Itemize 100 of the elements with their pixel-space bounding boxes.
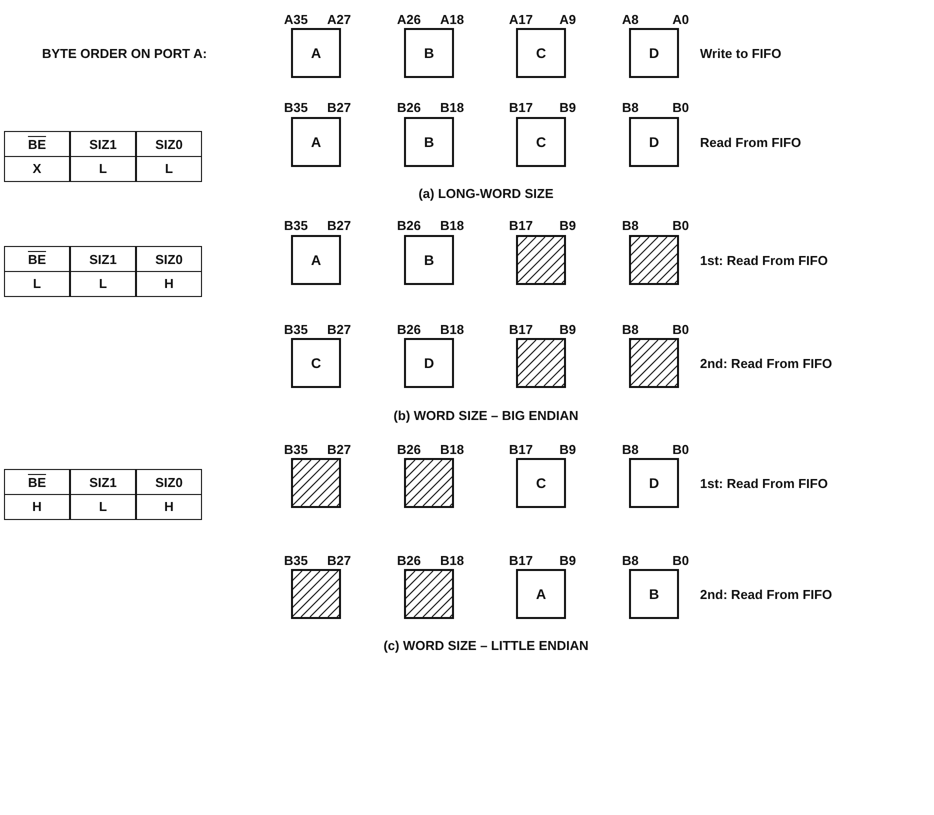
byte-box: D bbox=[404, 338, 454, 388]
bit-label: B0 bbox=[671, 100, 689, 115]
table-cell: BE bbox=[4, 246, 70, 272]
bit-label: B0 bbox=[671, 553, 689, 568]
bit-label: B35 bbox=[284, 100, 308, 115]
byte-box: A bbox=[291, 117, 341, 167]
table-cell: BE bbox=[4, 131, 70, 157]
byte-box: C bbox=[516, 28, 566, 78]
bit-label: B8 bbox=[622, 322, 639, 337]
hatched-box bbox=[516, 338, 566, 388]
bit-label: B17 bbox=[509, 553, 533, 568]
bit-label: A9 bbox=[558, 12, 576, 27]
table-cell: L bbox=[4, 270, 70, 296]
table-cell: H bbox=[136, 270, 202, 296]
table-cell: SIZ0 bbox=[136, 246, 202, 272]
bit-label: B9 bbox=[558, 100, 576, 115]
bit-label: B8 bbox=[622, 218, 639, 233]
bit-label: A0 bbox=[671, 12, 689, 27]
table-cell: H bbox=[136, 494, 202, 520]
table-cell: SIZ0 bbox=[136, 131, 202, 157]
bit-label: B0 bbox=[671, 322, 689, 337]
byte-box: D bbox=[629, 458, 679, 508]
row-label: Write to FIFO bbox=[700, 46, 782, 61]
bit-label: B17 bbox=[509, 100, 533, 115]
caption: (c) WORD SIZE – LITTLE ENDIAN bbox=[383, 638, 589, 653]
table-cell: BE bbox=[4, 469, 70, 495]
bit-label: B0 bbox=[671, 442, 689, 457]
bit-label: B18 bbox=[440, 100, 464, 115]
byte-box: A bbox=[291, 28, 341, 78]
bit-label: B35 bbox=[284, 553, 308, 568]
bit-label: B17 bbox=[509, 442, 533, 457]
bit-label: B9 bbox=[558, 442, 576, 457]
bit-label: B9 bbox=[558, 322, 576, 337]
bit-label: B26 bbox=[397, 553, 421, 568]
table-cell: L bbox=[70, 494, 136, 520]
bit-label: A26 bbox=[397, 12, 421, 27]
bit-label: A35 bbox=[284, 12, 308, 27]
hatched-box bbox=[629, 235, 679, 285]
byte-box: D bbox=[629, 28, 679, 78]
row-label: 2nd: Read From FIFO bbox=[700, 587, 832, 602]
bit-label: A8 bbox=[622, 12, 639, 27]
bit-label: B27 bbox=[327, 218, 351, 233]
bit-label: B26 bbox=[397, 218, 421, 233]
byte-box: A bbox=[516, 569, 566, 619]
caption: (a) LONG-WORD SIZE bbox=[418, 186, 554, 201]
byte-box: B bbox=[404, 117, 454, 167]
table-cell: SIZ0 bbox=[136, 469, 202, 495]
bit-label: A27 bbox=[327, 12, 351, 27]
caption: (b) WORD SIZE – BIG ENDIAN bbox=[394, 408, 578, 423]
byte-box: C bbox=[516, 117, 566, 167]
bit-label: B26 bbox=[397, 442, 421, 457]
bit-label: B0 bbox=[671, 218, 689, 233]
hatched-box bbox=[629, 338, 679, 388]
hatched-box bbox=[404, 569, 454, 619]
row-label: Read From FIFO bbox=[700, 135, 802, 150]
bit-label: B8 bbox=[622, 553, 639, 568]
table-cell: H bbox=[4, 494, 70, 520]
table-cell: L bbox=[70, 270, 136, 296]
bit-label: B26 bbox=[397, 322, 421, 337]
bit-label: B17 bbox=[509, 322, 533, 337]
byte-box: C bbox=[516, 458, 566, 508]
row-label: 1st: Read From FIFO bbox=[700, 476, 828, 491]
byte-box: A bbox=[291, 235, 341, 285]
bit-label: B18 bbox=[440, 553, 464, 568]
bit-label: B27 bbox=[327, 442, 351, 457]
bit-label: A18 bbox=[440, 12, 464, 27]
table-cell: SIZ1 bbox=[70, 469, 136, 495]
table-cell: L bbox=[136, 156, 202, 182]
byte-box: C bbox=[291, 338, 341, 388]
bit-label: B35 bbox=[284, 322, 308, 337]
hatched-box bbox=[516, 235, 566, 285]
bit-label: B35 bbox=[284, 442, 308, 457]
bit-label: B27 bbox=[327, 100, 351, 115]
table-cell: SIZ1 bbox=[70, 246, 136, 272]
bit-label: B26 bbox=[397, 100, 421, 115]
bit-label: B27 bbox=[327, 553, 351, 568]
bit-label: A17 bbox=[509, 12, 533, 27]
bit-label: B27 bbox=[327, 322, 351, 337]
byte-box: B bbox=[629, 569, 679, 619]
bit-label: B18 bbox=[440, 442, 464, 457]
bit-label: B18 bbox=[440, 322, 464, 337]
byte-box: B bbox=[404, 28, 454, 78]
table-cell: L bbox=[70, 156, 136, 182]
row-label: BYTE ORDER ON PORT A: bbox=[42, 46, 207, 61]
bit-label: B9 bbox=[558, 553, 576, 568]
row-label: 1st: Read From FIFO bbox=[700, 253, 828, 268]
table-cell: X bbox=[4, 156, 70, 182]
bit-label: B9 bbox=[558, 218, 576, 233]
byte-box: B bbox=[404, 235, 454, 285]
row-label: 2nd: Read From FIFO bbox=[700, 356, 832, 371]
hatched-box bbox=[404, 458, 454, 508]
byte-box: D bbox=[629, 117, 679, 167]
bit-label: B18 bbox=[440, 218, 464, 233]
bit-label: B8 bbox=[622, 100, 639, 115]
bit-label: B35 bbox=[284, 218, 308, 233]
hatched-box bbox=[291, 569, 341, 619]
table-cell: SIZ1 bbox=[70, 131, 136, 157]
bit-label: B8 bbox=[622, 442, 639, 457]
hatched-box bbox=[291, 458, 341, 508]
bit-label: B17 bbox=[509, 218, 533, 233]
